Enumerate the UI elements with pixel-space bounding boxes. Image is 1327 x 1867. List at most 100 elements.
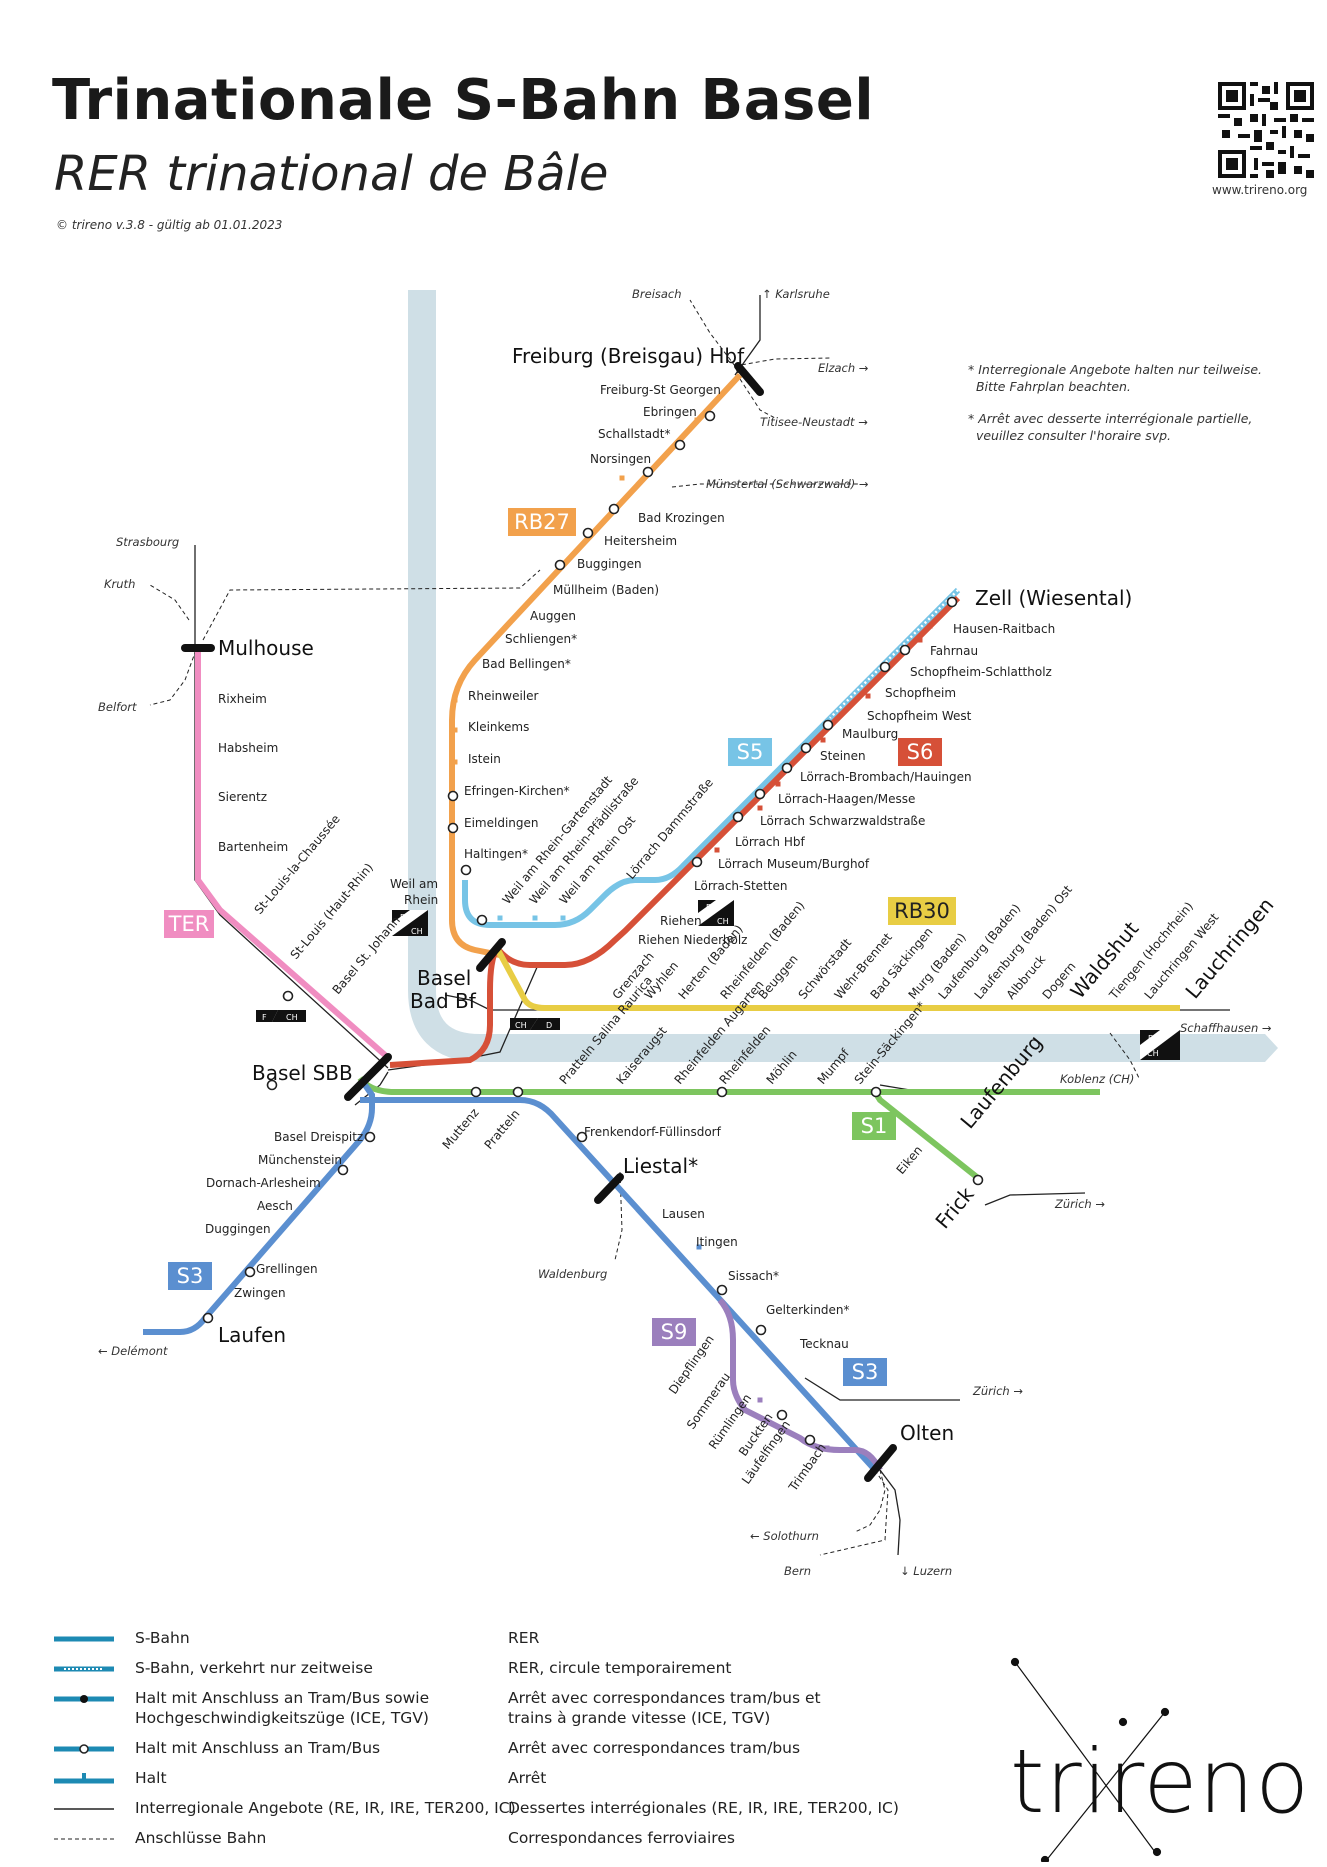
station-freiburg[interactable]: Freiburg (Breisgau) Hbf: [512, 344, 745, 368]
station-zell[interactable]: Zell (Wiesental): [975, 586, 1132, 610]
station-stop[interactable]: [576, 1131, 588, 1143]
station-label[interactable]: Rheinweiler: [468, 689, 539, 703]
station-label[interactable]: Lörrach Schwarzwaldstraße: [760, 814, 925, 828]
station-label[interactable]: Lörrach-Stetten: [694, 879, 787, 893]
station-label[interactable]: Lörrach-Brombach/Hauingen: [800, 770, 972, 784]
station-label[interactable]: Sierentz: [218, 790, 267, 804]
station-label[interactable]: Kleinkems: [468, 720, 529, 734]
station-label[interactable]: Bartenheim: [218, 840, 288, 854]
station-label[interactable]: Schopfheim-Schlattholz: [910, 665, 1052, 679]
station-label[interactable]: Lörrach Dammstraße: [624, 776, 716, 882]
station-label[interactable]: Riehen: [660, 914, 702, 928]
station-label[interactable]: Heitersheim: [604, 534, 677, 548]
station-stop[interactable]: [899, 644, 911, 656]
station-stop[interactable]: [716, 1086, 728, 1098]
station-label[interactable]: Schliengen*: [505, 632, 577, 646]
station-label[interactable]: Grellingen: [256, 1262, 318, 1276]
station-label[interactable]: Habsheim: [218, 741, 278, 755]
station-basel-bad-2[interactable]: Bad Bf: [410, 989, 477, 1013]
station-label[interactable]: Istein: [468, 752, 501, 766]
station-label[interactable]: Steinen: [820, 749, 866, 763]
station-stop[interactable]: [244, 1266, 256, 1278]
station-label[interactable]: Trimbach: [785, 1441, 828, 1495]
station-label[interactable]: Bad Bellingen*: [482, 657, 571, 671]
station-label[interactable]: Schallstadt*: [598, 427, 670, 441]
station-label[interactable]: Lörrach Museum/Burghof: [718, 857, 870, 871]
station-label[interactable]: Eiken: [894, 1143, 926, 1177]
station-label[interactable]: Dornach-Arlesheim: [206, 1176, 321, 1190]
station-label[interactable]: Buggingen: [577, 557, 642, 571]
station-olten[interactable]: Olten: [900, 1421, 954, 1445]
station-label[interactable]: Rhein: [404, 893, 438, 907]
station-stop[interactable]: [946, 596, 958, 608]
station-stop[interactable]: [447, 822, 459, 834]
station-stop[interactable]: [476, 914, 488, 926]
station-stop[interactable]: [870, 1086, 882, 1098]
station-label[interactable]: Norsingen: [590, 452, 651, 466]
station-label[interactable]: Itingen: [696, 1235, 738, 1249]
station-stop[interactable]: [972, 1174, 984, 1186]
station-label[interactable]: Weil am: [390, 877, 438, 891]
station-stop[interactable]: [781, 762, 793, 774]
qr-code-icon[interactable]: [1218, 82, 1314, 178]
station-stop[interactable]: [337, 1164, 349, 1176]
station-stop[interactable]: [879, 661, 891, 673]
station-stop[interactable]: [642, 466, 654, 478]
station-stop[interactable]: [608, 503, 620, 515]
station-liestal[interactable]: Liestal*: [623, 1154, 698, 1178]
station-stop[interactable]: [364, 1131, 376, 1143]
station-label[interactable]: Maulburg: [842, 727, 898, 741]
station-label[interactable]: Lörrach-Haagen/Messe: [778, 792, 915, 806]
station-stop[interactable]: [691, 856, 703, 868]
station-label[interactable]: Pratteln: [482, 1107, 523, 1152]
station-label[interactable]: Hausen-Raitbach: [953, 622, 1055, 636]
station-stop[interactable]: [716, 1284, 728, 1296]
station-label[interactable]: Ebringen: [643, 405, 697, 419]
station-label[interactable]: Duggingen: [205, 1222, 271, 1236]
station-label[interactable]: Schopfheim West: [867, 709, 972, 723]
station-label[interactable]: Lörrach Hbf: [735, 835, 805, 849]
station-label[interactable]: Lausen: [662, 1207, 705, 1221]
station-label[interactable]: Basel Dreispitz: [274, 1130, 363, 1144]
station-stop[interactable]: [776, 1409, 788, 1421]
station-label[interactable]: Schopfheim: [885, 686, 956, 700]
station-stop[interactable]: [732, 811, 744, 823]
station-label[interactable]: Münchenstein: [258, 1153, 342, 1167]
station-laufen[interactable]: Laufen: [218, 1323, 286, 1347]
station-label[interactable]: Freiburg-St Georgen: [600, 383, 721, 397]
station-stop[interactable]: [202, 1312, 214, 1324]
station-mulhouse[interactable]: Mulhouse: [218, 636, 314, 660]
station-label[interactable]: Muttenz: [440, 1106, 482, 1152]
station-frick[interactable]: Frick: [930, 1182, 978, 1233]
station-label[interactable]: Aesch: [257, 1199, 293, 1213]
station-stop[interactable]: [447, 790, 459, 802]
station-stop[interactable]: [755, 1324, 767, 1336]
station-label[interactable]: St-Louis-la-Chaussée: [252, 812, 343, 917]
station-label[interactable]: Sissach*: [728, 1269, 779, 1283]
station-label[interactable]: Auggen: [530, 609, 576, 623]
station-label[interactable]: Pratteln Salina Raurica: [557, 973, 655, 1087]
station-label[interactable]: Eimeldingen: [464, 816, 538, 830]
station-stop[interactable]: [512, 1086, 524, 1098]
station-label[interactable]: Rixheim: [218, 692, 267, 706]
station-stop[interactable]: [822, 719, 834, 731]
station-waldshut[interactable]: Waldshut: [1065, 917, 1143, 1003]
station-stop[interactable]: [554, 559, 566, 571]
station-basel-sbb[interactable]: Basel SBB: [252, 1061, 353, 1085]
station-stop[interactable]: [582, 527, 594, 539]
station-label[interactable]: Basel St. Johann: [330, 913, 403, 997]
station-stop[interactable]: [460, 864, 472, 876]
station-label[interactable]: Tecknau: [799, 1337, 849, 1351]
station-label[interactable]: Fahrnau: [930, 644, 978, 658]
station-label[interactable]: Efringen-Kirchen*: [464, 784, 570, 798]
station-stop[interactable]: [804, 1434, 816, 1446]
station-stop[interactable]: [266, 1079, 278, 1091]
station-stop[interactable]: [470, 1086, 482, 1098]
station-label[interactable]: Müllheim (Baden): [553, 583, 659, 597]
station-label[interactable]: Gelterkinden*: [766, 1303, 850, 1317]
website-link[interactable]: www.trireno.org: [1212, 183, 1308, 197]
station-stop[interactable]: [704, 410, 716, 422]
station-label[interactable]: Riehen Niederholz: [638, 933, 747, 947]
station-label[interactable]: Zwingen: [234, 1286, 286, 1300]
station-label[interactable]: Bad Krozingen: [638, 511, 725, 525]
